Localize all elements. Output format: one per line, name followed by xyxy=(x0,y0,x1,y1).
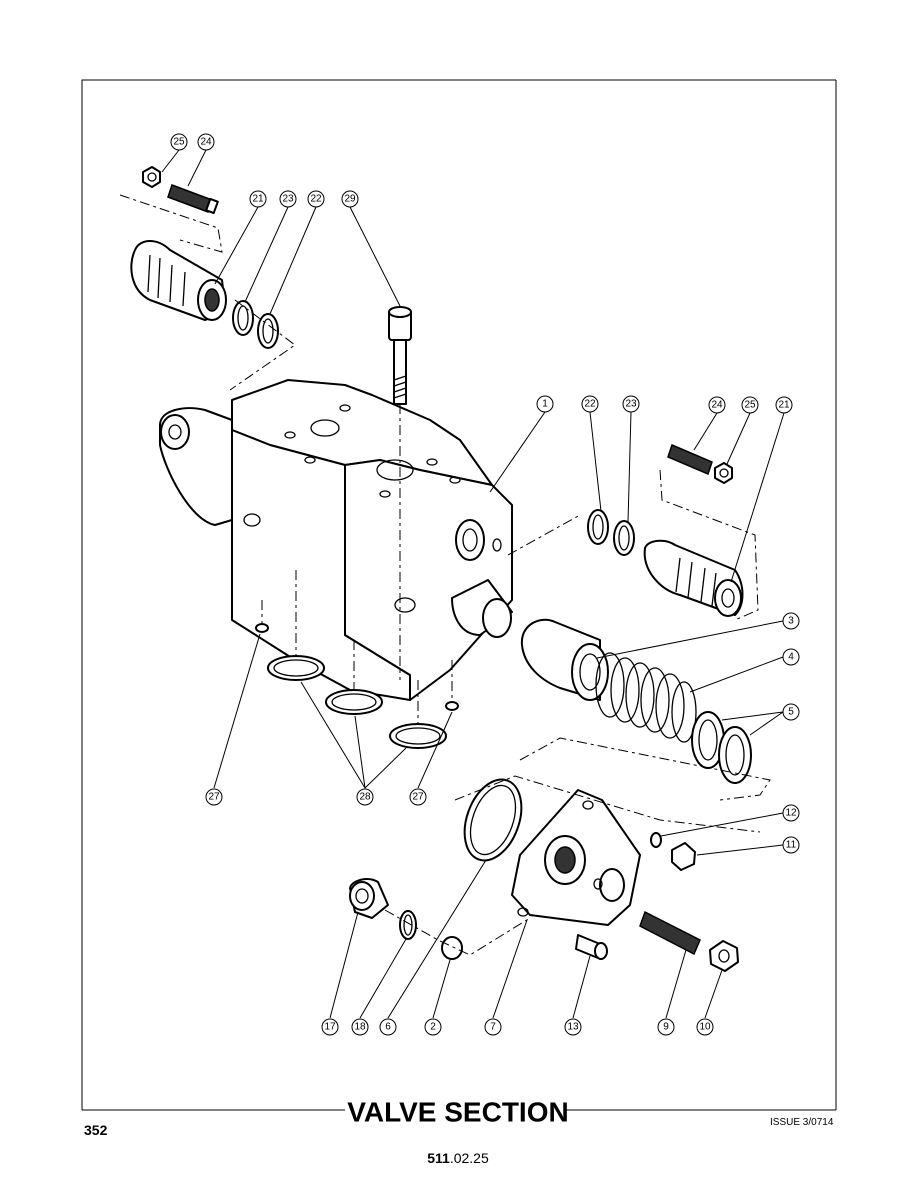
callout-24-top: 24 xyxy=(197,133,215,151)
callout-label: 27 xyxy=(412,792,424,803)
callout-13: 13 xyxy=(564,1018,582,1036)
callout-label: 10 xyxy=(699,1022,711,1033)
callout-label: 23 xyxy=(625,399,637,410)
plug-assembly xyxy=(349,878,531,960)
callout-12: 12 xyxy=(782,804,800,822)
callout-label: 28 xyxy=(359,792,371,803)
document-code-rest: .02.25 xyxy=(450,1150,489,1166)
end-cover-assembly xyxy=(454,775,761,972)
callout-1: 1 xyxy=(536,395,554,413)
callout-label: 22 xyxy=(584,399,596,410)
valve-body xyxy=(159,379,513,701)
callout-22-right: 22 xyxy=(581,395,599,413)
frame-border xyxy=(81,79,837,1111)
callout-label: 4 xyxy=(788,652,794,663)
callout-28: 28 xyxy=(356,788,374,806)
callout-5: 5 xyxy=(782,703,800,721)
callout-label: 23 xyxy=(282,194,294,205)
document-code-bold: 511 xyxy=(427,1150,450,1166)
callout-label: 22 xyxy=(310,194,322,205)
callout-29: 29 xyxy=(341,190,359,208)
callout-label: 6 xyxy=(385,1022,391,1033)
callout-label: 7 xyxy=(490,1022,496,1033)
callout-6: 6 xyxy=(379,1018,397,1036)
issue-label: ISSUE 3/0714 xyxy=(770,1117,834,1128)
callout-label: 29 xyxy=(344,194,356,205)
callout-label: 21 xyxy=(778,400,790,411)
callout-21-top: 21 xyxy=(249,190,267,208)
callout-2: 2 xyxy=(424,1018,442,1036)
callout-4: 4 xyxy=(782,648,800,666)
callout-label: 9 xyxy=(663,1022,669,1033)
callout-label: 1 xyxy=(542,399,548,410)
spool-spring-assembly xyxy=(519,618,771,801)
callout-label: 27 xyxy=(208,792,220,803)
callout-24-right: 24 xyxy=(708,396,726,414)
callout-label: 24 xyxy=(200,137,212,148)
callout-27-left: 27 xyxy=(205,788,223,806)
callout-label: 5 xyxy=(788,707,794,718)
callout-label: 18 xyxy=(354,1022,366,1033)
callout-23-right: 23 xyxy=(622,395,640,413)
callout-21-right: 21 xyxy=(775,396,793,414)
callout-10: 10 xyxy=(696,1018,714,1036)
document-code: 511.02.25 xyxy=(427,1150,489,1166)
callout-17: 17 xyxy=(321,1018,339,1036)
callout-label: 25 xyxy=(744,400,756,411)
callout-7: 7 xyxy=(484,1018,502,1036)
relief-cartridge-top-left xyxy=(119,166,296,391)
callout-label: 24 xyxy=(711,400,723,411)
callout-25-right: 25 xyxy=(741,396,759,414)
callout-3: 3 xyxy=(782,612,800,630)
callout-label: 21 xyxy=(252,194,264,205)
callout-label: 12 xyxy=(785,808,797,819)
callout-label: 3 xyxy=(788,616,794,627)
callout-label: 11 xyxy=(786,840,797,851)
callout-label: 17 xyxy=(324,1022,336,1033)
relief-cartridge-right xyxy=(507,443,759,621)
page-number: 352 xyxy=(84,1122,108,1138)
callout-18: 18 xyxy=(351,1018,369,1036)
callout-11: 11 xyxy=(782,836,800,854)
capscrew-29 xyxy=(388,306,412,680)
page-title: VALVE SECTION xyxy=(347,1097,568,1128)
body-seals xyxy=(255,570,459,749)
callout-22-top: 22 xyxy=(307,190,325,208)
leader-lines xyxy=(161,149,785,1019)
callout-label: 25 xyxy=(173,137,185,148)
callout-27-right: 27 xyxy=(409,788,427,806)
callout-25-top: 25 xyxy=(170,133,188,151)
callout-9: 9 xyxy=(657,1018,675,1036)
callout-label: 13 xyxy=(567,1022,579,1033)
callout-23-top: 23 xyxy=(279,190,297,208)
callout-label: 2 xyxy=(430,1022,436,1033)
